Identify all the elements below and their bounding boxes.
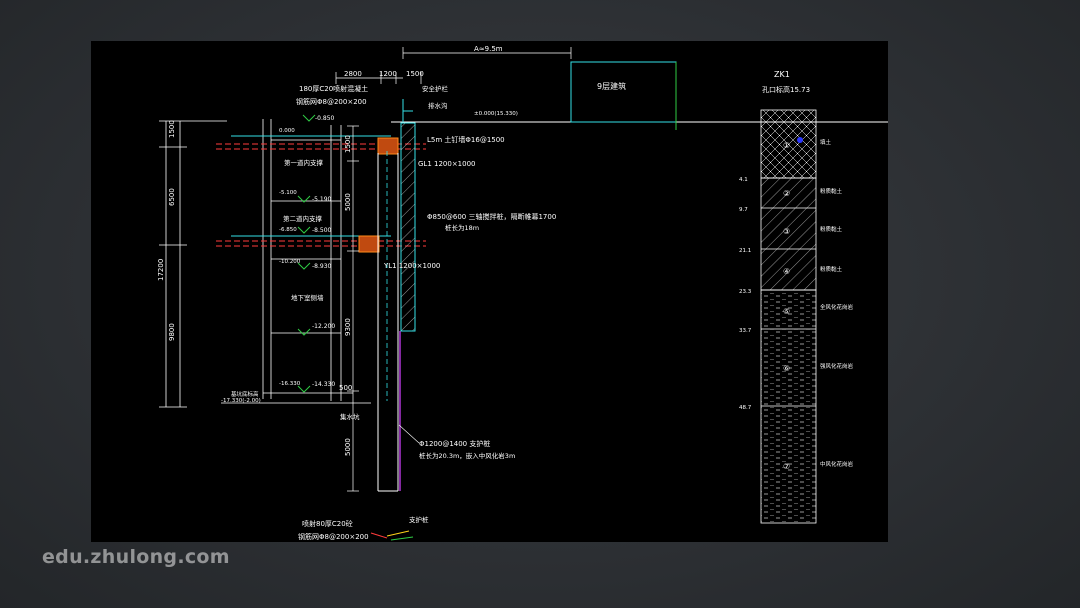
label-beam-two: YL1 1200×1000 bbox=[383, 262, 440, 270]
safety-rail bbox=[402, 99, 413, 122]
depth-1: 4.1 bbox=[739, 177, 748, 183]
tag-c: -6.850 bbox=[279, 227, 297, 233]
dim-mid-4: 5000 bbox=[344, 438, 352, 456]
dim-bottom-anchor: 500 bbox=[339, 384, 352, 392]
basement-structure bbox=[221, 119, 371, 404]
borehole-column bbox=[760, 109, 817, 524]
dim-left-2: 6500 bbox=[168, 188, 176, 206]
elev-f: -14.330 bbox=[312, 381, 335, 388]
dim-mid-1: 1500 bbox=[344, 135, 352, 153]
tag-b: -5.100 bbox=[279, 190, 297, 196]
adjacent-building bbox=[570, 61, 677, 130]
cad-drawing-canvas: 2800 1200 1500 A≈9.5m 9层建筑 1500 6500 980… bbox=[91, 41, 888, 542]
dim-right-span: A≈9.5m bbox=[474, 45, 503, 53]
tag-d: -10.200 bbox=[279, 259, 301, 265]
label-base-elev: -17.330(-2.00) bbox=[221, 398, 261, 404]
elev-a: -0.850 bbox=[315, 115, 335, 122]
label-drain-ditch: 排水沟 bbox=[428, 101, 448, 110]
label-strut-two: 第二道内支撑 bbox=[283, 214, 323, 223]
label-strut-one: 第一道内支撑 bbox=[284, 158, 324, 167]
borehole-elevation: 孔口标高15.73 bbox=[762, 85, 810, 94]
depth-3: 21.1 bbox=[739, 248, 751, 254]
dim-top-2: 1200 bbox=[379, 70, 397, 78]
middle-dimension bbox=[347, 125, 359, 492]
watermark: edu.zhulong.com bbox=[42, 546, 230, 568]
layer-name-7: 中风化花岗岩 bbox=[820, 460, 854, 468]
bottom-note-3: 支护桩 bbox=[409, 515, 429, 524]
dim-top-3: 1500 bbox=[406, 70, 424, 78]
elev-c: -8.500 bbox=[312, 227, 332, 234]
section-drawing: 2800 1200 1500 A≈9.5m 9层建筑 1500 6500 980… bbox=[157, 45, 888, 541]
dim-top-1: 2800 bbox=[344, 70, 362, 78]
label-soil-nail: L5m 土钉墙Φ16@1500 bbox=[427, 135, 505, 144]
bored-pile bbox=[377, 153, 401, 492]
elevation-markers bbox=[297, 114, 316, 393]
bottom-red-mark bbox=[370, 532, 388, 539]
dim-left-total: 17200 bbox=[157, 259, 165, 281]
label-pile-length: 桩长为18m bbox=[445, 223, 479, 232]
layer-2: ② bbox=[783, 189, 790, 198]
layer-name-2: 粉质黏土 bbox=[820, 187, 843, 195]
depth-5: 33.7 bbox=[739, 328, 752, 334]
layer-3: ③ bbox=[783, 227, 790, 236]
layer-4: ④ bbox=[783, 267, 790, 276]
borehole-id: ZK1 bbox=[774, 70, 790, 79]
depth-4: 23.3 bbox=[739, 289, 752, 295]
layer-1: ① bbox=[783, 141, 790, 150]
borehole-marker bbox=[797, 137, 803, 143]
leader-line bbox=[398, 424, 420, 444]
bottom-note-1: 喷射80厚C20砼 bbox=[302, 519, 353, 528]
label-pile-spec: Φ850@600 三轴搅拌桩，隔断帷幕1700 bbox=[427, 212, 556, 221]
label-top-mesh: 钢筋网Φ8@200×200 bbox=[296, 97, 367, 106]
bottom-green-mark bbox=[390, 536, 414, 541]
tag-e: -16.330 bbox=[279, 381, 301, 387]
label-top-slab: 180厚C20喷射混凝土 bbox=[299, 84, 368, 93]
layer-name-4: 粉质黏土 bbox=[820, 265, 843, 273]
dim-left-3: 9800 bbox=[168, 323, 176, 341]
bottom-yellow-mark bbox=[386, 530, 410, 537]
waler-beam-one bbox=[377, 137, 399, 155]
label-safety-rail: 安全护栏 bbox=[422, 84, 449, 93]
left-dimension bbox=[159, 120, 227, 408]
layer-7: ⑦ bbox=[783, 462, 790, 471]
layer-name-1: 填土 bbox=[820, 138, 832, 146]
top-dimension bbox=[335, 47, 572, 84]
tag-a: 0.000 bbox=[279, 128, 295, 134]
label-bored-pile-depth: 桩长为20.3m，嵌入中风化岩3m bbox=[419, 451, 515, 460]
mixing-pile-wall bbox=[400, 122, 416, 332]
depth-2: 9.7 bbox=[739, 207, 748, 213]
label-ground-elev: ±0.000(15.330) bbox=[474, 111, 518, 117]
waler-beam-two bbox=[358, 235, 380, 253]
elev-d: -8.930 bbox=[312, 263, 332, 270]
building-label: 9层建筑 bbox=[597, 81, 626, 91]
bottom-note-2: 钢筋网Φ8@200×200 bbox=[298, 532, 369, 541]
depth-6: 48.7 bbox=[739, 405, 752, 411]
dim-left-1: 1500 bbox=[168, 120, 176, 138]
elev-e: -12.200 bbox=[312, 323, 335, 330]
layer-name-6: 强风化花岗岩 bbox=[820, 362, 854, 370]
layer-name-3: 粉质黏土 bbox=[820, 225, 843, 233]
label-floor-slab: 地下室侧墙 bbox=[291, 293, 324, 302]
label-pit: 集水坑 bbox=[340, 412, 360, 421]
label-base: 基坑底标高 bbox=[231, 390, 259, 398]
label-beam-one: GL1 1200×1000 bbox=[418, 160, 476, 168]
layer-6: ⑥ bbox=[783, 364, 790, 373]
label-bored-pile: Φ1200@1400 支护桩 bbox=[419, 439, 490, 448]
layer-5: ⑤ bbox=[783, 307, 790, 316]
dim-mid-3: 9300 bbox=[344, 318, 352, 336]
dim-mid-2: 5000 bbox=[344, 193, 352, 211]
elev-b: -5.190 bbox=[312, 196, 332, 203]
layer-name-5: 全风化花岗岩 bbox=[820, 303, 854, 311]
